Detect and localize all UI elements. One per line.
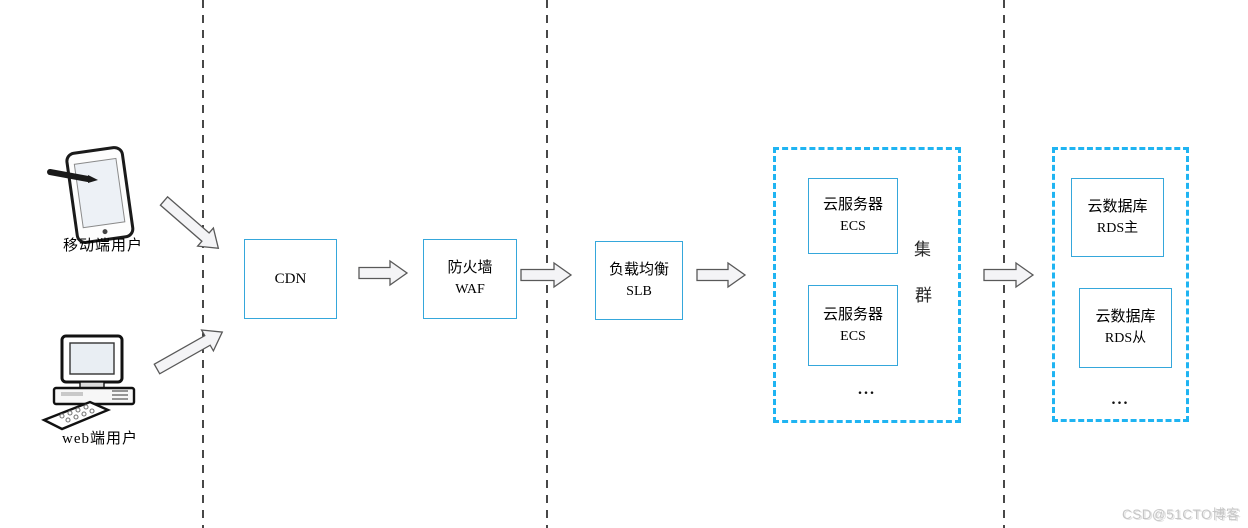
- arrow-ecs-to-rds: [983, 261, 1035, 289]
- rds-master-label-cn: 云数据库: [1087, 198, 1148, 215]
- rds-master-node: 云数据库 RDS主: [1071, 178, 1164, 257]
- arrow-waf-to-slb: [520, 261, 573, 289]
- arrow-cdn-to-waf: [358, 259, 409, 287]
- rds-group: 云数据库 RDS主 云数据库 RDS从 ...: [1052, 147, 1189, 422]
- watermark: CSD@51CTO博客: [1122, 507, 1240, 522]
- waf-node: 防火墙 WAF: [423, 239, 517, 319]
- arrow-web-to-cdn: [153, 329, 224, 375]
- ecs-more-ellipsis: ...: [858, 381, 876, 398]
- cdn-label: CDN: [274, 271, 307, 287]
- ecs-node-1: 云服务器 ECS: [808, 178, 898, 254]
- cluster-vertical-label-char-1: 集: [914, 240, 931, 259]
- rds-more-ellipsis: ...: [1111, 391, 1130, 408]
- rds-slave-label-en: RDS从: [1104, 331, 1147, 346]
- mobile-user-label: 移动端用户: [62, 238, 143, 254]
- slb-node: 负载均衡 SLB: [595, 241, 683, 320]
- waf-label-en: WAF: [455, 282, 485, 297]
- ecs2-label-en: ECS: [840, 328, 866, 344]
- rds-master-label-en: RDS主: [1096, 220, 1139, 236]
- arrow-mobile-to-cdn: [159, 195, 220, 249]
- ecs1-label-cn: 云服务器: [822, 197, 883, 213]
- arrow-slb-to-ecs: [696, 261, 747, 289]
- rds-slave-label-cn: 云数据库: [1095, 309, 1156, 325]
- rds-slave-node: 云数据库 RDS从: [1079, 288, 1172, 368]
- ecs1-label-en: ECS: [840, 219, 866, 234]
- ecs-node-2: 云服务器 ECS: [808, 285, 898, 366]
- desktop-computer-icon: [41, 334, 136, 431]
- cdn-node: CDN: [244, 239, 337, 319]
- cluster-vertical-label-char-2: 群: [915, 286, 932, 305]
- tablet-stylus-icon: [47, 146, 135, 244]
- ecs-cluster-group: 云服务器 ECS 云服务器 ECS 集 群 ...: [773, 147, 961, 423]
- web-user-label: web端用户: [62, 431, 138, 447]
- waf-label-cn: 防火墙: [447, 260, 493, 276]
- slb-label-en: SLB: [626, 283, 652, 299]
- slb-label-cn: 负载均衡: [608, 261, 669, 278]
- ecs2-label-cn: 云服务器: [822, 306, 883, 323]
